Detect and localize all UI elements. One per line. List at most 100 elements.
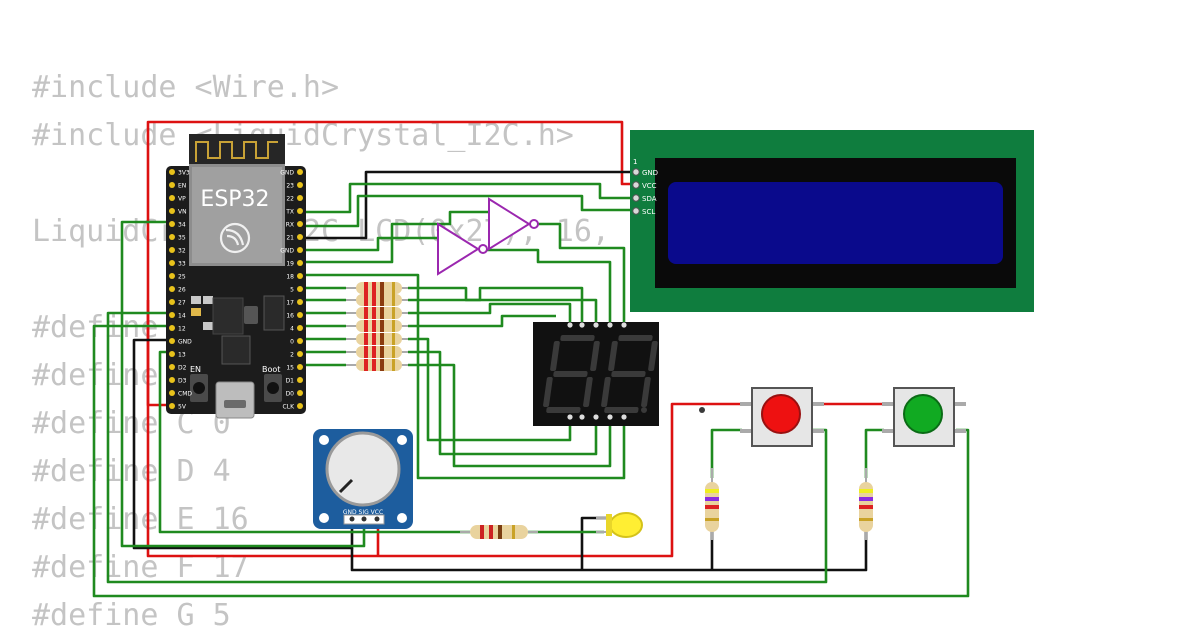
- esp32-pin[interactable]: [297, 403, 303, 409]
- esp32-pin[interactable]: [169, 351, 175, 357]
- resistor-bank: [346, 282, 408, 371]
- esp32-pin[interactable]: [169, 377, 175, 383]
- led-yellow[interactable]: [596, 512, 643, 538]
- esp32-pin[interactable]: [169, 390, 175, 396]
- seven-seg-pin[interactable]: [593, 322, 599, 328]
- esp32-pin-label: GND: [280, 170, 294, 177]
- esp32-pin[interactable]: [169, 195, 175, 201]
- esp32-pin[interactable]: [297, 169, 303, 175]
- wire: [300, 273, 626, 480]
- esp32-pin[interactable]: [297, 221, 303, 227]
- wire: [300, 236, 438, 252]
- esp32-pin[interactable]: [297, 234, 303, 240]
- resistor-body: [356, 320, 402, 332]
- esp32-pin-label: CLK: [283, 404, 296, 411]
- not-gate[interactable]: [488, 197, 539, 251]
- button-leg: [740, 402, 754, 406]
- esp32-pin[interactable]: [297, 260, 303, 266]
- esp32-pin[interactable]: [169, 208, 175, 214]
- seven-seg-pin[interactable]: [621, 322, 627, 328]
- resistor-band: [392, 282, 395, 294]
- pot-pin[interactable]: [374, 516, 380, 522]
- pot-knob[interactable]: [325, 431, 401, 507]
- resistor-body: [356, 294, 402, 306]
- boot-button-cap[interactable]: [267, 382, 279, 394]
- lcd-pin-label: SCL: [642, 208, 655, 216]
- esp32-pin-label: 22: [286, 196, 294, 203]
- esp32-pin[interactable]: [169, 169, 175, 175]
- led-rim: [606, 514, 612, 536]
- esp32-pin[interactable]: [169, 247, 175, 253]
- seven-seg-pin[interactable]: [579, 322, 585, 328]
- esp32-pin[interactable]: [297, 299, 303, 305]
- resistor-band: [380, 307, 384, 319]
- usb-uart-chip: [221, 335, 251, 365]
- resistor-band: [364, 320, 368, 332]
- esp32-pin[interactable]: [297, 286, 303, 292]
- en-button-cap[interactable]: [193, 382, 205, 394]
- wire: [300, 170, 636, 240]
- esp32-pin[interactable]: [297, 377, 303, 383]
- esp32-pin[interactable]: [297, 325, 303, 331]
- resistor-band: [392, 346, 395, 358]
- seven-seg-pin[interactable]: [579, 414, 585, 420]
- push-button-red[interactable]: [740, 387, 824, 447]
- esp32-pin[interactable]: [297, 273, 303, 279]
- resistor-band: [392, 320, 395, 332]
- esp32-pin[interactable]: [297, 247, 303, 253]
- esp32-pin[interactable]: [169, 221, 175, 227]
- seven-seg-pin[interactable]: [607, 414, 613, 420]
- seven-seg-dot: [641, 407, 647, 413]
- button-cap[interactable]: [761, 394, 801, 434]
- esp32-pin[interactable]: [297, 351, 303, 357]
- wire: [300, 182, 636, 214]
- seven-segment-display[interactable]: [533, 322, 705, 426]
- lcd-pin[interactable]: [632, 194, 640, 202]
- esp32-pin[interactable]: [297, 182, 303, 188]
- seven-seg-pin[interactable]: [567, 322, 573, 328]
- seven-seg-pin[interactable]: [567, 414, 573, 420]
- esp32-pin[interactable]: [169, 286, 175, 292]
- esp32-pin-label: 27: [178, 300, 186, 307]
- lcd-display[interactable]: 1 GND VCC SDA SCL: [630, 130, 1034, 312]
- pot-pin[interactable]: [349, 516, 355, 522]
- esp32-pin[interactable]: [169, 364, 175, 370]
- esp32-pin-label: 5: [290, 287, 294, 294]
- esp32-pin[interactable]: [297, 364, 303, 370]
- esp32-pin[interactable]: [169, 325, 175, 331]
- esp32-pin[interactable]: [169, 182, 175, 188]
- esp32-title: ESP32: [200, 187, 269, 212]
- lcd-pin[interactable]: [632, 181, 640, 189]
- not-gate[interactable]: [437, 222, 488, 276]
- push-button-green[interactable]: [882, 387, 966, 447]
- esp32-pin[interactable]: [297, 338, 303, 344]
- esp32-pin-label: GND: [280, 248, 294, 255]
- esp32-pin[interactable]: [297, 312, 303, 318]
- not-gate-bubble: [478, 244, 488, 254]
- button-cap[interactable]: [903, 394, 943, 434]
- pot-pin[interactable]: [361, 516, 367, 522]
- esp32-pin[interactable]: [297, 390, 303, 396]
- seven-seg-pin[interactable]: [621, 414, 627, 420]
- esp32-pin[interactable]: [169, 273, 175, 279]
- esp32-board[interactable]: ESP32 EN Boot 3V3ENVPVN34353233252627141…: [166, 134, 306, 419]
- button-leg: [882, 429, 896, 433]
- esp32-pin[interactable]: [297, 195, 303, 201]
- esp32-pin[interactable]: [169, 260, 175, 266]
- lcd-pin[interactable]: [632, 207, 640, 215]
- seven-seg-pin[interactable]: [607, 322, 613, 328]
- seven-seg-pin[interactable]: [593, 414, 599, 420]
- resistor-band: [705, 489, 719, 493]
- esp32-pin[interactable]: [169, 403, 175, 409]
- resistor-band: [380, 359, 384, 371]
- smd-component: [203, 296, 213, 304]
- esp32-pin[interactable]: [169, 234, 175, 240]
- esp32-pin-label: 19: [286, 261, 294, 268]
- esp32-pin[interactable]: [169, 312, 175, 318]
- lcd-pin[interactable]: [632, 168, 640, 176]
- seven-seg-segment: [641, 377, 651, 407]
- potentiometer[interactable]: GND SIG VCC: [313, 429, 413, 529]
- esp32-pin[interactable]: [169, 338, 175, 344]
- esp32-pin[interactable]: [297, 208, 303, 214]
- esp32-pin[interactable]: [169, 299, 175, 305]
